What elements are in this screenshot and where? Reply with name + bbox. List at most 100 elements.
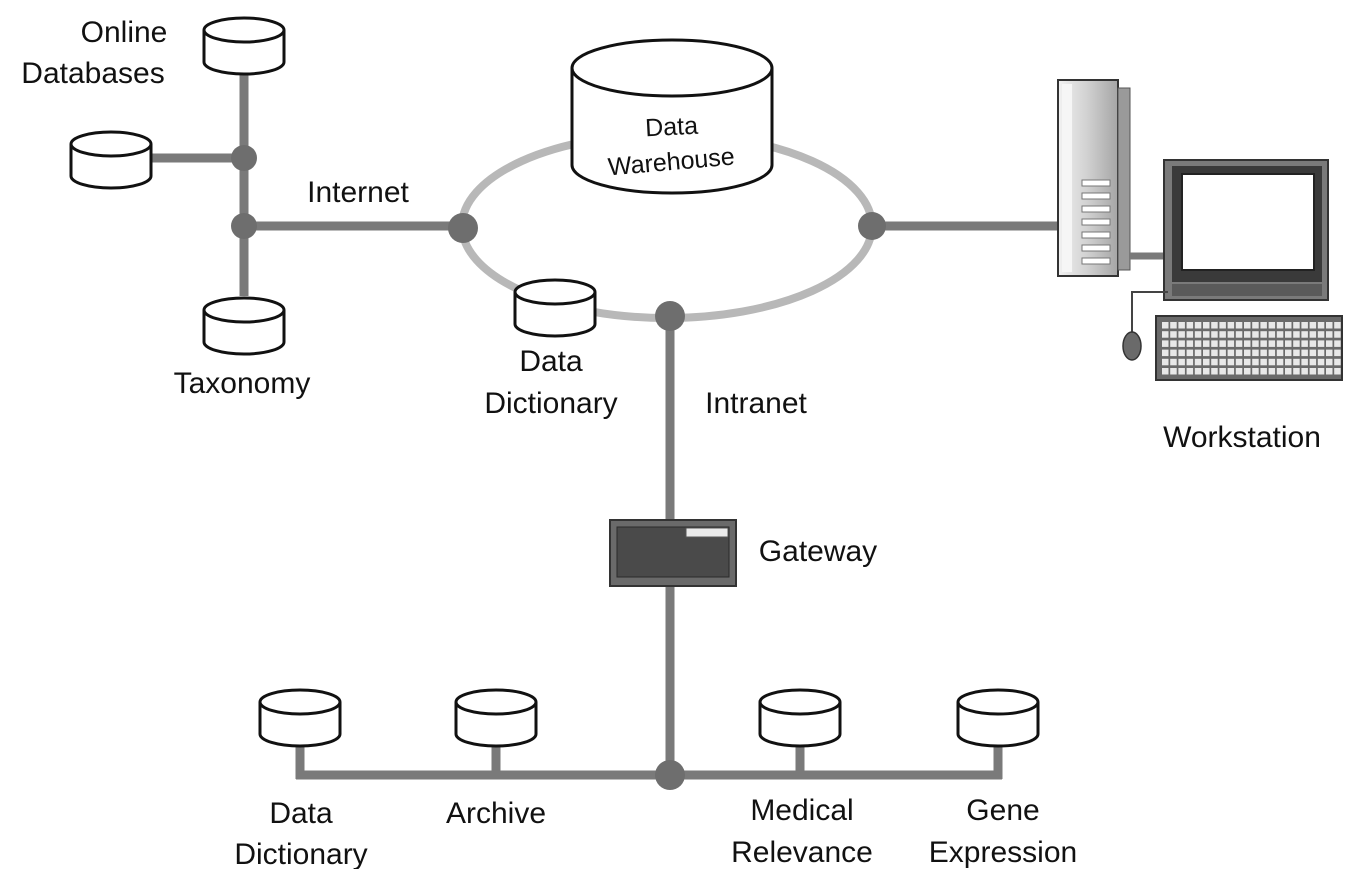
keyboard-key bbox=[1235, 322, 1243, 329]
keyboard-key bbox=[1317, 331, 1325, 338]
keyboard-key bbox=[1219, 322, 1226, 329]
keyboard-key bbox=[1227, 349, 1235, 357]
keyboard-key bbox=[1334, 358, 1341, 366]
keyboard-key bbox=[1334, 368, 1341, 375]
label-medical-relevance-line2: Relevance bbox=[731, 836, 873, 869]
keyboard-key bbox=[1309, 340, 1317, 347]
keyboard-key bbox=[1326, 358, 1333, 366]
keyboard-key bbox=[1235, 349, 1243, 357]
label-data-dictionary-ring-line1: Data bbox=[519, 345, 583, 378]
keyboard-key bbox=[1252, 340, 1259, 347]
keyboard-key bbox=[1326, 322, 1333, 329]
label-data-dictionary-ring-line2: Dictionary bbox=[484, 387, 617, 420]
keyboard-key bbox=[1170, 358, 1177, 366]
label-online-databases-line2: Databases bbox=[21, 57, 164, 90]
label-internet: Internet bbox=[307, 176, 409, 209]
keyboard-key bbox=[1194, 331, 1202, 338]
keyboard-key bbox=[1219, 349, 1226, 357]
keyboard-key bbox=[1309, 331, 1317, 338]
gateway-icon bbox=[609, 519, 737, 587]
label-data-dictionary-bottom-line1: Data bbox=[269, 797, 333, 830]
keyboard-key bbox=[1285, 322, 1292, 329]
keyboard-key bbox=[1285, 331, 1292, 338]
keyboard-key bbox=[1194, 349, 1202, 357]
keyboard-key bbox=[1252, 331, 1259, 338]
keyboard-key bbox=[1244, 349, 1251, 357]
database-icon bbox=[513, 278, 597, 338]
keyboard-key bbox=[1285, 368, 1292, 375]
keyboard-key bbox=[1178, 322, 1185, 329]
keyboard-key bbox=[1170, 331, 1177, 338]
junction-internet-hub bbox=[231, 213, 257, 239]
label-taxonomy: Taxonomy bbox=[174, 367, 311, 400]
keyboard-key bbox=[1276, 349, 1284, 357]
label-intranet: Intranet bbox=[705, 387, 807, 420]
label-data-dictionary-bottom-line2: Dictionary bbox=[234, 838, 367, 869]
database-icon bbox=[69, 130, 153, 190]
keyboard-key bbox=[1186, 358, 1194, 366]
keyboard-key bbox=[1186, 368, 1194, 375]
junction-bus bbox=[655, 760, 685, 790]
label-data-warehouse-line1: Data bbox=[644, 112, 698, 143]
keyboard-key bbox=[1301, 349, 1308, 357]
keyboard-key bbox=[1268, 358, 1276, 366]
keyboard-key bbox=[1235, 368, 1243, 375]
keyboard-key bbox=[1301, 331, 1308, 338]
keyboard-key bbox=[1309, 368, 1317, 375]
keyboard-key bbox=[1276, 340, 1284, 347]
keyboard-key bbox=[1301, 322, 1308, 329]
keyboard-key bbox=[1186, 331, 1194, 338]
keyboard-key bbox=[1162, 358, 1169, 366]
keyboard-key bbox=[1227, 358, 1235, 366]
keyboard-key bbox=[1268, 368, 1276, 375]
keyboard-key bbox=[1317, 358, 1325, 366]
keyboard-key bbox=[1186, 322, 1194, 329]
keyboard-key bbox=[1285, 349, 1292, 357]
keyboard-key bbox=[1186, 349, 1194, 357]
keyboard-key bbox=[1326, 368, 1333, 375]
keyboard-key bbox=[1326, 340, 1333, 347]
keyboard-key bbox=[1203, 322, 1210, 329]
database-icon bbox=[454, 688, 538, 748]
database-icon bbox=[202, 296, 286, 356]
keyboard-key bbox=[1170, 340, 1177, 347]
keyboard-key bbox=[1293, 368, 1300, 375]
keyboard-key bbox=[1178, 358, 1185, 366]
keyboard-key bbox=[1268, 331, 1276, 338]
keyboard-key bbox=[1194, 358, 1202, 366]
keyboard-key bbox=[1276, 368, 1284, 375]
keyboard-key bbox=[1194, 322, 1202, 329]
keyboard-key bbox=[1211, 331, 1218, 338]
label-online-databases-line1: Online bbox=[81, 16, 168, 49]
keyboard-key bbox=[1317, 368, 1325, 375]
keyboard-key bbox=[1211, 358, 1218, 366]
label-gateway: Gateway bbox=[759, 535, 877, 568]
keyboard-key bbox=[1326, 331, 1333, 338]
keyboard-key bbox=[1219, 340, 1226, 347]
keyboard-key bbox=[1194, 340, 1202, 347]
keyboard-key bbox=[1301, 368, 1308, 375]
keyboard-key bbox=[1317, 322, 1325, 329]
monitor-icon bbox=[1163, 159, 1329, 301]
keyboard-icon bbox=[1155, 315, 1343, 381]
keyboard-key bbox=[1293, 331, 1300, 338]
keyboard-key bbox=[1309, 358, 1317, 366]
keyboard-key bbox=[1219, 331, 1226, 338]
keyboard-key bbox=[1203, 358, 1210, 366]
label-medical-relevance-line1: Medical bbox=[750, 794, 853, 827]
keyboard-key bbox=[1334, 331, 1341, 338]
keyboard-key bbox=[1276, 331, 1284, 338]
keyboard-key bbox=[1162, 368, 1169, 375]
keyboard-key bbox=[1170, 349, 1177, 357]
keyboard-key bbox=[1252, 368, 1259, 375]
keyboard-key bbox=[1326, 349, 1333, 357]
keyboard-key bbox=[1293, 349, 1300, 357]
keyboard-key bbox=[1178, 340, 1185, 347]
keyboard-key bbox=[1244, 358, 1251, 366]
keyboard-key bbox=[1170, 368, 1177, 375]
keyboard-key bbox=[1211, 322, 1218, 329]
keyboard-key bbox=[1227, 322, 1235, 329]
keyboard-key bbox=[1293, 358, 1300, 366]
keyboard-key bbox=[1334, 340, 1341, 347]
